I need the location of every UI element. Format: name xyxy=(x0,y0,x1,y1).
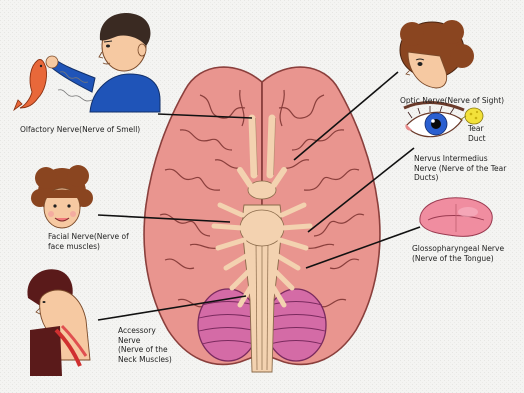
facial-nerve-label: Facial Nerve(Nerve of face muscles) xyxy=(48,232,129,251)
olfactory-tract-right xyxy=(270,118,272,175)
accessory-nerve-label: Accessory Nerve (Nerve of the Neck Muscl… xyxy=(118,326,172,364)
pons xyxy=(240,210,284,246)
olfactory-tract-left xyxy=(252,118,254,175)
optic-nerve-label: Optic Nerve(Nerve of Sight) xyxy=(400,96,504,106)
tear-duct-label: Tear Duct xyxy=(468,124,486,143)
tongue-illustration xyxy=(420,198,492,237)
olfactory-nerve-label: Olfactory Nerve(Nerve of Smell) xyxy=(20,125,140,135)
tear-gland xyxy=(465,108,483,124)
cerebellum-left xyxy=(198,289,258,361)
glossopharyngeal-nerve-label: Glossopharyngeal Nerve (Nerve of the Ton… xyxy=(412,244,504,263)
cerebellum-right xyxy=(266,289,326,361)
nervus-intermedius-label: Nervus Intermedius Nerve (Nerve of the T… xyxy=(414,154,506,183)
